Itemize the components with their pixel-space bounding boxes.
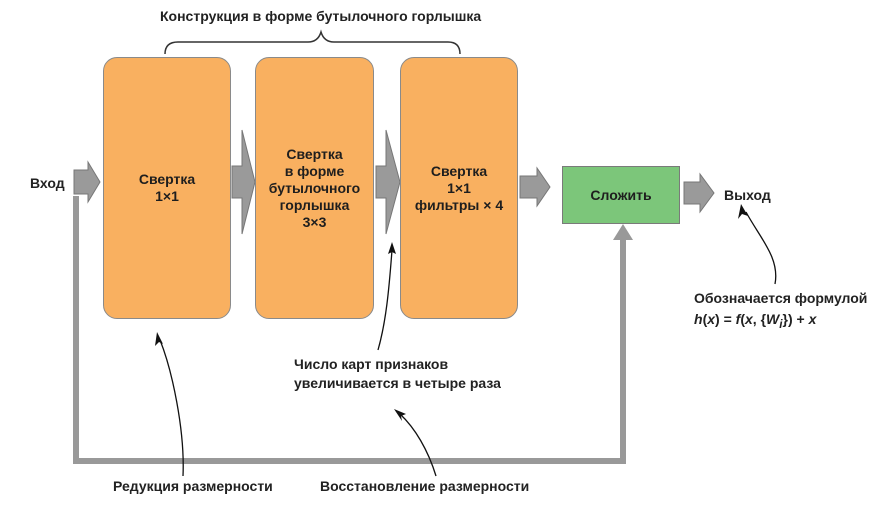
arrow-conv2-to-conv3 [375, 129, 401, 235]
top-brace [164, 29, 461, 55]
pointer-reduction [159, 339, 184, 477]
conv-1x1-x4-box: Свертка 1×1 фильтры × 4 [400, 57, 518, 319]
formula-i: i [779, 317, 783, 331]
pointer-restore [399, 413, 437, 477]
conv-1x1-x4-line3: фильтры × 4 [414, 196, 504, 213]
diagram-title: Конструкция в форме бутылочного горлышка [160, 8, 482, 24]
input-arrow [73, 160, 101, 204]
input-label: Вход [30, 175, 65, 191]
pointer-formula [745, 211, 777, 285]
formula-h: h [694, 311, 703, 327]
pointer-features-head [388, 242, 396, 254]
note-features-line1: Число карт признаков [294, 356, 449, 372]
output-arrow [683, 172, 715, 214]
conv-3x3-line2: в форме [284, 162, 345, 179]
formula-tail: }) + [782, 311, 809, 327]
conv-3x3-line4: горлышка [279, 196, 350, 213]
pointer-features [377, 249, 393, 351]
add-label: Сложить [590, 187, 652, 203]
formula-x3: x [808, 311, 817, 327]
conv-1x1-line2: 1×1 [155, 188, 179, 204]
note-features-line2: увеличивается в четыре раза [294, 375, 501, 391]
conv-3x3-line3: бутылочного [268, 179, 361, 196]
pointer-reduction-head [155, 332, 163, 346]
formula-caption: Обозначается формулой [694, 290, 868, 306]
conv-1x1-x4-line1: Свертка [430, 162, 488, 179]
arrow-conv3-to-add [519, 166, 551, 208]
formula-expression: h(x) = f(x, {Wi}) + x [694, 311, 817, 331]
pointer-restore-head [394, 409, 406, 421]
conv-1x1-x4-line2: 1×1 [447, 179, 471, 196]
formula-eq: ) = [715, 311, 736, 327]
conv-1x1-box: Свертка 1×1 [103, 57, 231, 319]
skip-connection [73, 196, 626, 464]
arrow-conv1-to-conv2 [231, 129, 256, 235]
conv-1x1-line1: Свертка [138, 171, 196, 187]
formula-mid: , { [752, 311, 767, 327]
formula-w: W [766, 311, 780, 327]
formula-x1: x [707, 311, 716, 327]
note-reduction: Редукция размерности [113, 478, 273, 494]
output-label: Выход [724, 187, 771, 203]
note-restore: Восстановление размерности [320, 478, 530, 494]
add-box: Сложить [562, 166, 680, 224]
conv-3x3-line1: Свертка [286, 145, 343, 162]
conv-3x3-box: Свертка в форме бутылочного горлышка 3×3 [255, 57, 374, 319]
formula-f: f [735, 311, 741, 327]
pointer-formula-head [738, 204, 748, 219]
formula-x2: x [745, 311, 753, 327]
conv-3x3-line5: 3×3 [302, 213, 327, 230]
skip-arrowhead [613, 224, 633, 240]
